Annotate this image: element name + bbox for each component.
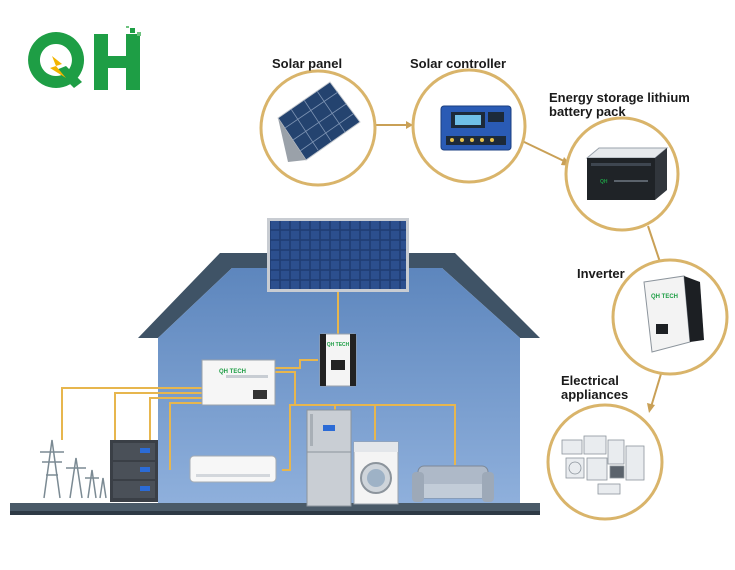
label-battery-pack-line1: Energy storage lithium [549, 90, 690, 105]
inverter-icon: QH TECH [643, 275, 704, 353]
washing-machine [353, 441, 399, 505]
label-inverter: Inverter [577, 266, 625, 281]
solar-panel-icon [277, 81, 361, 162]
flow-step-battery-pack: QH [564, 116, 680, 232]
ground-line [10, 503, 540, 511]
label-solar-panel: Solar panel [272, 56, 343, 71]
flow-step-inverter: QH TECH [611, 258, 729, 376]
refrigerator [306, 409, 352, 507]
house-inverter: QH TECH [319, 333, 357, 387]
roof-solar-panel [267, 218, 409, 292]
air-conditioner [189, 455, 277, 483]
battery-rack [110, 440, 158, 502]
sofa [412, 465, 494, 502]
house-inverter-brand: QH TECH [327, 342, 350, 348]
solar-controller-icon [440, 105, 512, 151]
flow-step-solar-panel [259, 69, 377, 187]
qh-logo [26, 25, 156, 96]
label-solar-controller: Solar controller [410, 56, 507, 71]
flow-step-appliances [546, 403, 664, 521]
wiring [61, 292, 456, 471]
svg-text:QH: QH [600, 179, 608, 185]
label-battery-pack-line2: battery pack [549, 104, 626, 119]
battery-pack-icon: QH [585, 147, 669, 200]
house-battery-unit: QH TECH [201, 359, 276, 406]
power-tower [40, 439, 107, 499]
battery-unit-brand: QH TECH [219, 369, 246, 375]
svg-text:QH TECH: QH TECH [651, 294, 678, 300]
appliances-icon [561, 435, 645, 495]
label-appliances-line2: appliances [561, 387, 629, 402]
qh-logo-mark [28, 25, 141, 90]
label-appliances-line1: Electrical [561, 373, 619, 388]
flow-step-solar-controller [411, 68, 527, 184]
